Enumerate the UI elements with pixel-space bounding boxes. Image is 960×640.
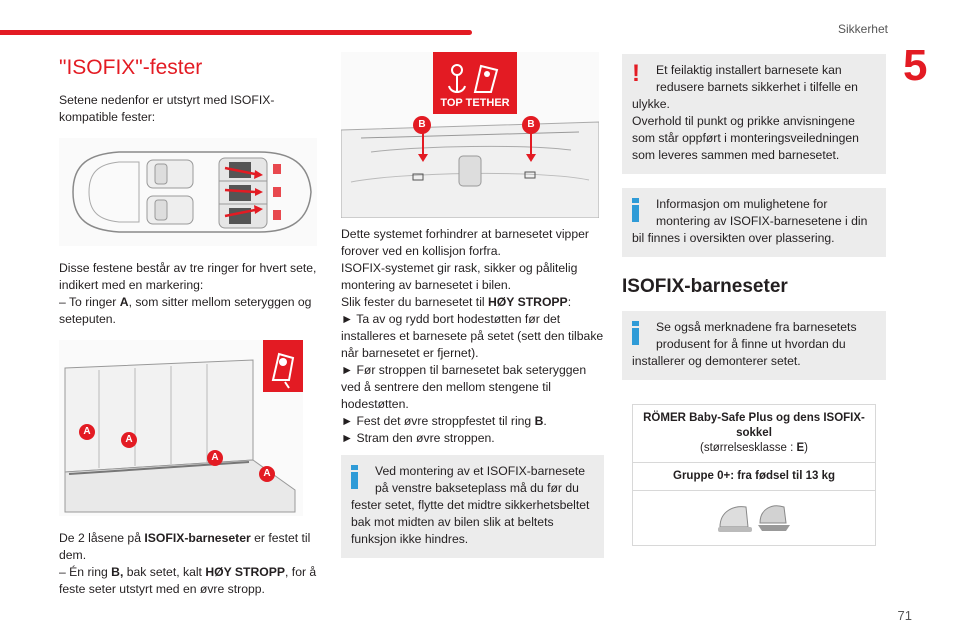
tether-purpose-text: Dette systemet forhindrer at barnesetet … bbox=[341, 227, 589, 258]
ring-a-marker: A bbox=[121, 432, 137, 448]
ring-a-item: – To ringer A, som sitter mellom seteryg… bbox=[59, 295, 312, 326]
page-number: 71 bbox=[897, 608, 912, 623]
rear-seat-illustration: A A A A bbox=[59, 340, 303, 516]
chapter-number: 5 bbox=[903, 41, 928, 90]
intro-text: Setene nedenfor er utstyrt med ISOFIX-ko… bbox=[59, 93, 275, 124]
car-top-view-illustration bbox=[59, 138, 317, 246]
column-right: ! Et feilaktig installert barnesete kan … bbox=[622, 52, 886, 546]
isofix-seats-heading: ISOFIX-barneseter bbox=[622, 276, 788, 297]
info-icon bbox=[632, 321, 639, 345]
info-icon bbox=[632, 198, 639, 222]
locks-text: De 2 låsene på ISOFIX-barneseter er fest… bbox=[59, 531, 311, 562]
child-seat-image bbox=[718, 505, 790, 532]
page-title: "ISOFIX"-fester bbox=[59, 56, 203, 79]
header-accent-bar bbox=[0, 30, 472, 35]
top-tether-illustration: TOP TETHER B B bbox=[341, 52, 599, 218]
tether-step: ► Stram den øvre stroppen. bbox=[341, 431, 495, 445]
info-icon bbox=[351, 465, 358, 489]
tether-step: ► Før stroppen til barnesetet bak setery… bbox=[341, 363, 587, 411]
info-box-placement: Informasjon om mulighetene for montering… bbox=[622, 188, 886, 257]
column-left: "ISOFIX"-fester Setene nedenfor er utsty… bbox=[59, 52, 321, 598]
isofix-benefit-text: ISOFIX-systemet gir rask, sikker og påli… bbox=[341, 261, 578, 292]
table-header-cell: RÖMER Baby-Safe Plus og dens ISOFIX-sokk… bbox=[633, 405, 875, 463]
ring-a-marker: A bbox=[207, 450, 223, 466]
info-box-belt: Ved montering av et ISOFIX-barnesete på … bbox=[341, 455, 604, 558]
top-tether-label: TOP TETHER bbox=[440, 97, 510, 109]
info-box-manufacturer: Se også merknadene fra barnesetets produ… bbox=[622, 311, 886, 380]
ring-b-marker: B bbox=[413, 116, 431, 134]
column-middle: TOP TETHER B B Dette systemet forhindrer… bbox=[341, 52, 604, 558]
child-seat-table: RÖMER Baby-Safe Plus og dens ISOFIX-sokk… bbox=[632, 404, 876, 546]
warning-box: ! Et feilaktig installert barnesete kan … bbox=[622, 54, 886, 174]
tether-step: ► Ta av og rydd bort hodestøtten før det… bbox=[341, 312, 604, 360]
section-title: Sikkerhet bbox=[837, 22, 888, 36]
ring-a-marker: A bbox=[79, 424, 95, 440]
tether-instructions-heading: Slik fester du barnesetet til HØY STROPP… bbox=[341, 295, 572, 309]
table-group-cell: Gruppe 0+: fra fødsel til 13 kg bbox=[633, 463, 875, 491]
tether-step: ► Fest det øvre stroppfestet til ring B. bbox=[341, 414, 547, 428]
rings-intro-text: Disse festene består av tre ringer for h… bbox=[59, 261, 317, 292]
ring-a-marker: A bbox=[259, 466, 275, 482]
ring-b-item: – Én ring B, bak setet, kalt HØY STROPP,… bbox=[59, 565, 317, 596]
ring-b-marker: B bbox=[522, 116, 540, 134]
warning-icon: ! bbox=[632, 60, 640, 87]
table-image-cell bbox=[633, 491, 875, 545]
